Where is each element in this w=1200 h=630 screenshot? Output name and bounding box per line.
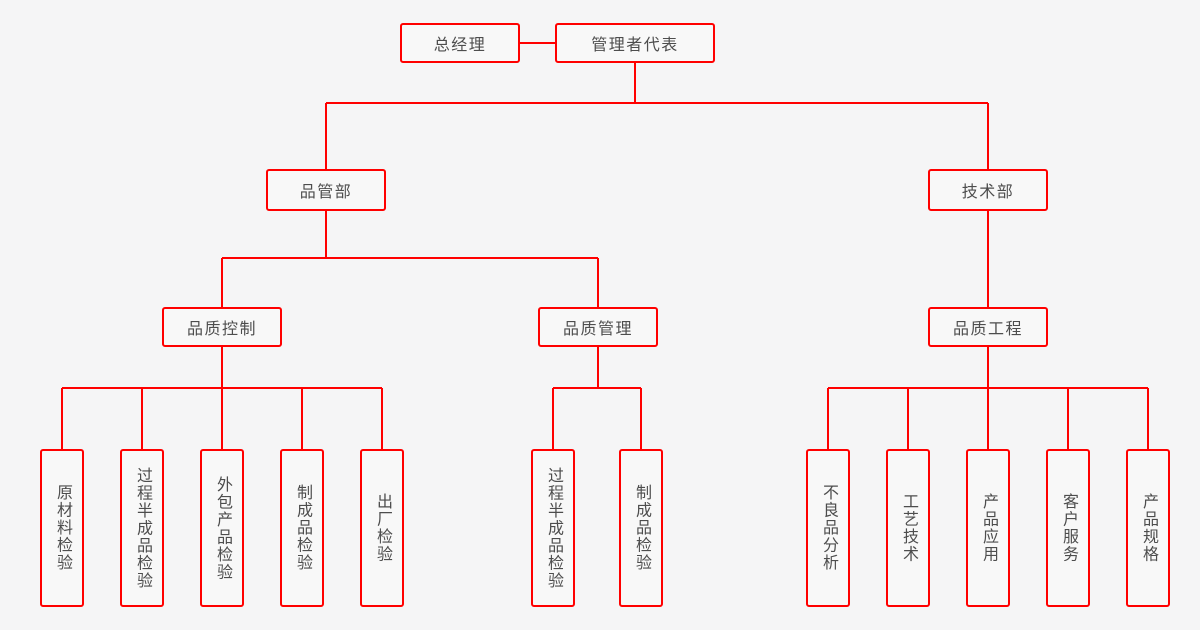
node-quality-dept: 品管部 [266, 169, 386, 211]
node-label: 原材料检验 [54, 484, 71, 572]
node-product-application: 产品应用 [966, 449, 1010, 607]
node-label: 管理者代表 [591, 37, 679, 54]
node-label: 制成品检验 [294, 484, 311, 572]
node-label: 出厂检验 [374, 493, 391, 563]
node-process-technology: 工艺技术 [886, 449, 930, 607]
node-finished-product-inspection: 制成品检验 [280, 449, 324, 607]
node-process-semi-product-inspection-2: 过程半成品检验 [531, 449, 575, 607]
node-raw-material-inspection: 原材料检验 [40, 449, 84, 607]
node-label: 品质控制 [186, 321, 257, 338]
node-quality-management: 品质管理 [538, 307, 658, 347]
node-outsourced-product-inspection: 外包产品检验 [200, 449, 244, 607]
node-quality-engineering: 品质工程 [928, 307, 1048, 347]
node-label: 客户服务 [1060, 493, 1077, 563]
node-customer-service: 客户服务 [1046, 449, 1090, 607]
node-process-semi-product-inspection: 过程半成品检验 [120, 449, 164, 607]
node-label: 工艺技术 [900, 493, 917, 563]
node-label: 不良品分析 [820, 484, 837, 572]
node-label: 总经理 [433, 37, 487, 54]
node-label: 过程半成品检验 [134, 466, 151, 590]
node-management-representative: 管理者代表 [555, 23, 715, 63]
node-label: 品质管理 [562, 321, 633, 338]
node-label: 品管部 [299, 184, 353, 201]
node-finished-product-inspection-2: 制成品检验 [619, 449, 663, 607]
node-label: 制成品检验 [633, 484, 650, 572]
node-defective-product-analysis: 不良品分析 [806, 449, 850, 607]
node-label: 产品规格 [1140, 493, 1157, 563]
node-label: 过程半成品检验 [545, 466, 562, 590]
node-label: 技术部 [961, 184, 1015, 201]
node-outgoing-inspection: 出厂检验 [360, 449, 404, 607]
node-label: 品质工程 [952, 321, 1023, 338]
node-label: 产品应用 [980, 493, 997, 563]
node-ceo: 总经理 [400, 23, 520, 63]
node-quality-control: 品质控制 [162, 307, 282, 347]
node-tech-dept: 技术部 [928, 169, 1048, 211]
node-label: 外包产品检验 [214, 475, 231, 581]
node-product-specification: 产品规格 [1126, 449, 1170, 607]
